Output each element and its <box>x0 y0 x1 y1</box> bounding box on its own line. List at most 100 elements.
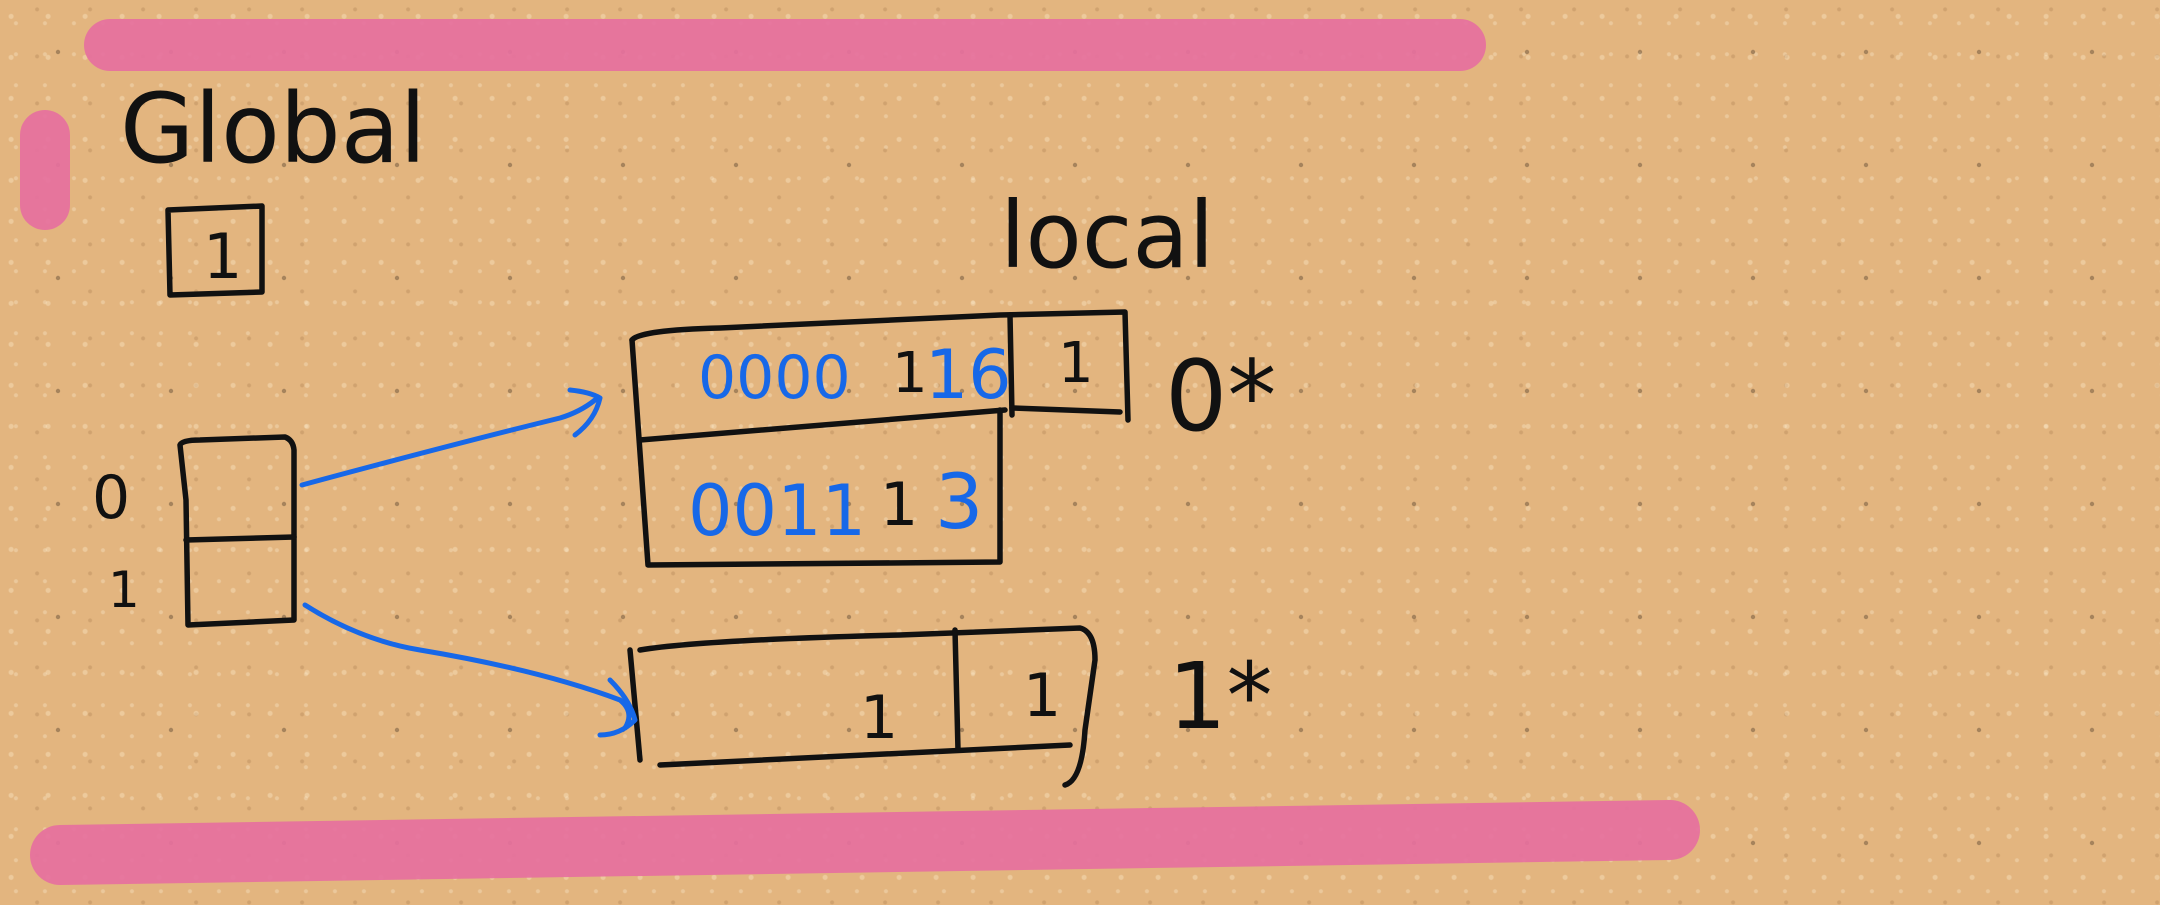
grid-dot <box>2089 162 2095 168</box>
bucket-0-side-value: 1 <box>1058 331 1094 396</box>
grid-dot <box>620 614 626 620</box>
bucket-0-row-divider <box>637 407 1008 443</box>
grid-dot <box>168 727 174 733</box>
grid-dot <box>1863 501 1869 507</box>
grid-dot <box>959 275 965 281</box>
grid-dot <box>507 614 513 620</box>
grid-dot <box>1863 388 1869 394</box>
grid-dot <box>1637 49 1643 55</box>
bucket-1-label: 1* <box>1168 643 1273 750</box>
bucket-0-row2-mid: 1 <box>880 470 918 540</box>
grid-dot <box>394 614 400 620</box>
grid-dot <box>733 727 739 733</box>
grid-dot <box>1298 614 1304 620</box>
grid-dot <box>620 275 626 281</box>
grid-dot <box>1298 727 1304 733</box>
grid-dot <box>1750 162 1756 168</box>
bucket-1-cell-a: 1 <box>860 683 898 753</box>
grid-dot <box>1637 275 1643 281</box>
grid-dot <box>733 614 739 620</box>
grid-dot <box>1298 162 1304 168</box>
grid-dot <box>1524 49 1530 55</box>
grid-dot <box>1976 388 1982 394</box>
grid-dot <box>394 388 400 394</box>
bucket-0-side-bottom <box>1009 405 1123 415</box>
grid-dot <box>620 162 626 168</box>
grid-dot <box>1072 388 1078 394</box>
grid-dot <box>281 501 287 507</box>
grid-dot <box>959 727 965 733</box>
grid-dot <box>1637 162 1643 168</box>
grid-dot <box>1863 614 1869 620</box>
grid-dot <box>394 275 400 281</box>
grid-dot <box>1185 727 1191 733</box>
grid-dot <box>507 388 513 394</box>
grid-dot <box>1072 275 1078 281</box>
grid-dot <box>1298 275 1304 281</box>
bucket-0-outline-top <box>629 309 1131 423</box>
grid-dot <box>1863 162 1869 168</box>
grid-dot <box>846 727 852 733</box>
grid-dot <box>1863 275 1869 281</box>
grid-dot <box>846 388 852 394</box>
grid-dot <box>1524 388 1530 394</box>
grid-dot <box>55 727 61 733</box>
grid-dot <box>394 727 400 733</box>
grid-dot <box>1863 727 1869 733</box>
grid-dot <box>846 275 852 281</box>
grid-dot <box>733 275 739 281</box>
grid-dot <box>1411 388 1417 394</box>
grid-dot <box>1976 501 1982 507</box>
grid-dot <box>1750 614 1756 620</box>
grid-dot <box>1072 614 1078 620</box>
grid-dot <box>168 388 174 394</box>
bucket-1-cell-b: 1 <box>1023 661 1061 731</box>
grid-dot <box>507 162 513 168</box>
grid-dot <box>959 614 965 620</box>
grid-dot <box>1524 501 1530 507</box>
grid-dot <box>1976 162 1982 168</box>
grid-dot <box>620 501 626 507</box>
arrow-1-head <box>597 677 638 738</box>
grid-dot <box>1411 162 1417 168</box>
grid-dot <box>959 501 965 507</box>
grid-dot <box>394 162 400 168</box>
grid-dot <box>55 501 61 507</box>
grid-dot <box>55 275 61 281</box>
arrow-0-line <box>299 397 598 488</box>
grid-dot <box>1072 501 1078 507</box>
bucket-0-outline-body <box>629 337 1003 568</box>
bucket-0-side-divider <box>1007 312 1015 418</box>
bucket-1-outline-top <box>637 625 1098 788</box>
grid-dot <box>1298 501 1304 507</box>
grid-dot <box>1637 501 1643 507</box>
grid-dot <box>1863 840 1869 846</box>
local-label: local <box>1000 182 1214 289</box>
grid-dot <box>55 388 61 394</box>
grid-dot <box>1976 727 1982 733</box>
bottom-highlight-stroke <box>30 800 1700 885</box>
grid-dot <box>281 388 287 394</box>
grid-dot <box>846 501 852 507</box>
grid-dot <box>281 275 287 281</box>
grid-dot <box>1185 501 1191 507</box>
grid-dot <box>846 162 852 168</box>
bucket-0-row1-mid: 1 <box>892 341 928 406</box>
directory-index-1: 1 <box>108 561 140 619</box>
grid-dot <box>1750 49 1756 55</box>
arrow-1-line <box>302 602 632 731</box>
bucket-0-row2-bits: 0011 <box>688 470 866 552</box>
bucket-1-bottom <box>657 742 1073 768</box>
grid-dot <box>1750 840 1756 846</box>
grid-dot <box>281 162 287 168</box>
bucket-0-row1-bits: 0000 <box>698 343 851 413</box>
grid-dot <box>733 501 739 507</box>
grid-dot <box>620 388 626 394</box>
grid-dot <box>733 162 739 168</box>
grid-dot <box>1750 501 1756 507</box>
grid-dot <box>1637 614 1643 620</box>
grid-dot <box>733 388 739 394</box>
grid-dot <box>2089 275 2095 281</box>
bucket-0-row2-count: 3 <box>935 457 983 546</box>
